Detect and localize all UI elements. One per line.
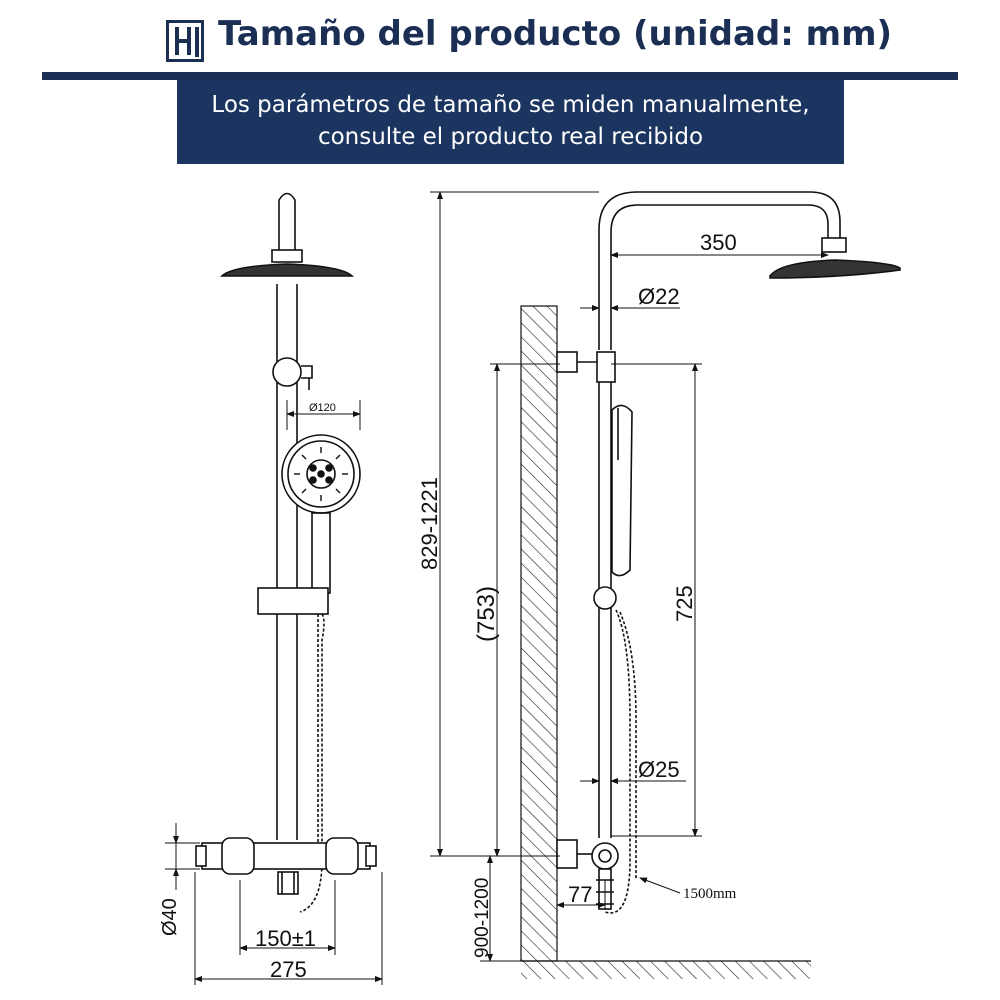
title-underline xyxy=(42,72,958,80)
front-view xyxy=(195,192,377,913)
side-handshower xyxy=(611,404,633,577)
dim-hose-length: 1500mm xyxy=(683,886,737,902)
side-dimensions xyxy=(430,191,829,962)
front-dimensions xyxy=(165,400,383,985)
front-shower-connector xyxy=(271,249,303,263)
front-rain-head xyxy=(220,263,354,277)
dim-arm-length: 350 xyxy=(700,230,737,255)
dim-rail-length: 725 xyxy=(672,585,697,622)
side-upper-bracket xyxy=(556,351,578,373)
dim-pipe-height: (753) xyxy=(473,586,500,642)
dim-upper-pipe-diameter: Ø22 xyxy=(638,284,680,309)
page-title: Tamaño del producto (unidad: mm) xyxy=(218,14,893,54)
front-diverter-lever xyxy=(301,365,313,379)
brand-logo-icon xyxy=(166,20,204,62)
dim-install-height: 900-1200 xyxy=(472,878,493,958)
front-gooseneck xyxy=(278,192,296,250)
side-arm-outer xyxy=(598,191,841,350)
front-valve-left-knob xyxy=(221,837,255,875)
front-handshower-handle xyxy=(311,512,331,594)
dim-wall-offset: 77 xyxy=(568,882,592,907)
notice-line-1: Los parámetros de tamaño se miden manual… xyxy=(211,92,810,118)
wall-section xyxy=(520,305,558,962)
dim-valve-diameter: Ø40 xyxy=(159,898,181,936)
front-valve-right-knob xyxy=(325,837,359,875)
notice-line-2: consulte el producto real recibido xyxy=(317,124,704,150)
dim-total-height: 829-1221 xyxy=(417,477,442,570)
dim-outlet-spacing: 150±1 xyxy=(255,926,316,951)
side-lower-bracket xyxy=(556,839,578,869)
side-slider-knob xyxy=(593,586,617,610)
front-diverter-knob xyxy=(272,357,302,387)
side-valve-knob xyxy=(591,842,619,870)
header: Tamaño del producto (unidad: mm) xyxy=(0,0,1000,80)
dim-handshower-diameter: Ø120 xyxy=(309,402,336,414)
side-view xyxy=(520,191,901,979)
front-bottom-outlet xyxy=(277,871,299,895)
front-slider-holder xyxy=(257,587,329,615)
floor-section xyxy=(521,961,811,979)
notice-banner: Los parámetros de tamaño se miden manual… xyxy=(177,80,844,164)
dim-valve-width: 275 xyxy=(270,957,307,982)
side-hose xyxy=(604,609,631,914)
side-rain-head xyxy=(769,259,901,279)
dim-lower-pipe-diameter: Ø25 xyxy=(638,757,680,782)
